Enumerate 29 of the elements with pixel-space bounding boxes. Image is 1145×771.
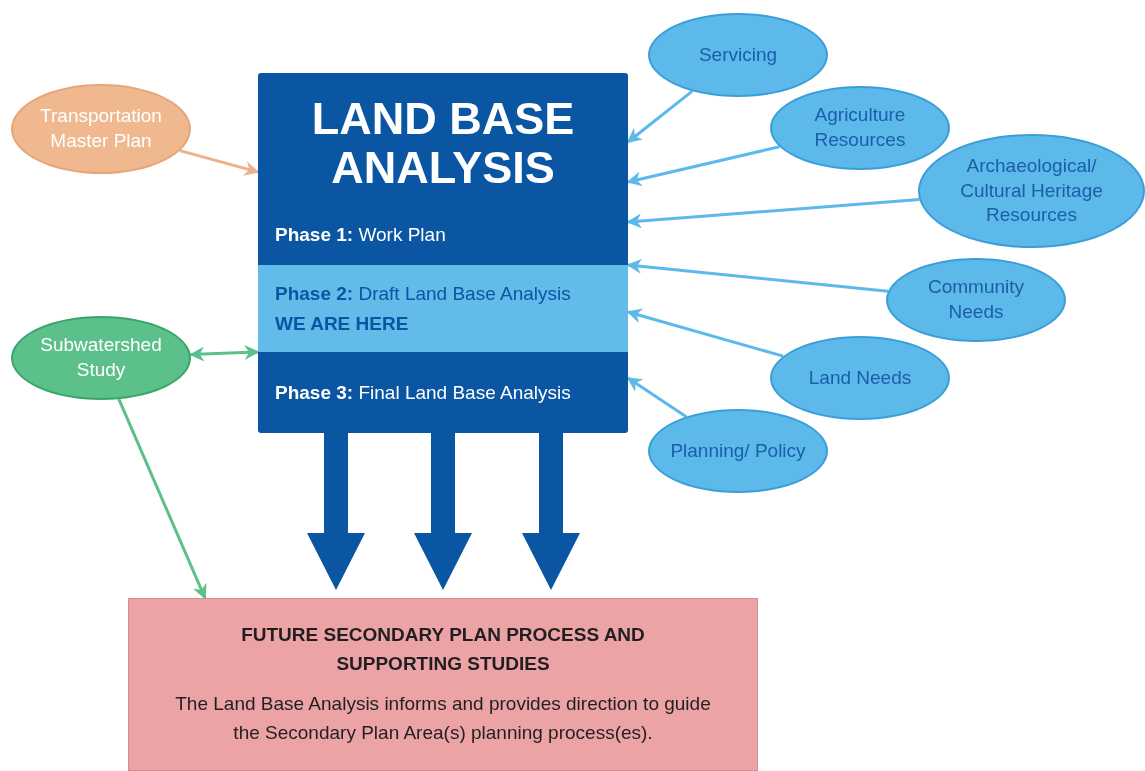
arrow	[189, 345, 260, 362]
panel-description: The Land Base Analysis informs and provides direction to guide the Secondary Plan Area(s) planning process(es).	[174, 692, 712, 745]
arrow	[117, 398, 207, 600]
analysis-panel	[258, 73, 628, 433]
phase-label: Phase 1: Work Plan	[275, 223, 446, 248]
panel-title: LAND BASE ANALYSIS	[310, 95, 576, 193]
ellipse-label: Subwatershed Study	[39, 333, 163, 382]
arrow	[626, 198, 920, 229]
outcome-panel	[128, 598, 758, 771]
block-arrow	[414, 433, 472, 590]
block-arrow	[522, 433, 580, 590]
ellipse-label: Archaeological/ Cultural Heritage Resources	[959, 153, 1104, 228]
ellipse-label: Planning/ Policy	[670, 438, 806, 463]
arrow	[179, 149, 260, 176]
block-arrow	[307, 433, 365, 590]
status-label: WE ARE HERE	[275, 311, 409, 336]
ellipse-label: Servicing	[698, 42, 778, 67]
arrow	[626, 258, 889, 293]
ellipse-label: Community Needs	[926, 275, 1026, 324]
phase-label: Phase 3: Final Land Base Analysis	[275, 380, 571, 405]
phase-label: Phase 2: Draft Land Base Analysis	[275, 282, 571, 307]
arrow	[626, 90, 694, 144]
ellipse-label: Agriculture Resources	[813, 103, 907, 152]
arrow	[626, 145, 780, 187]
ellipse-label: Transportation Master Plan	[39, 104, 163, 153]
panel-heading: FUTURE SECONDARY PLAN PROCESS AND SUPPORTING STUDIES	[240, 623, 646, 676]
ellipse-label: Land Needs	[808, 365, 912, 390]
phase-band	[258, 265, 628, 352]
arrow	[626, 376, 688, 418]
